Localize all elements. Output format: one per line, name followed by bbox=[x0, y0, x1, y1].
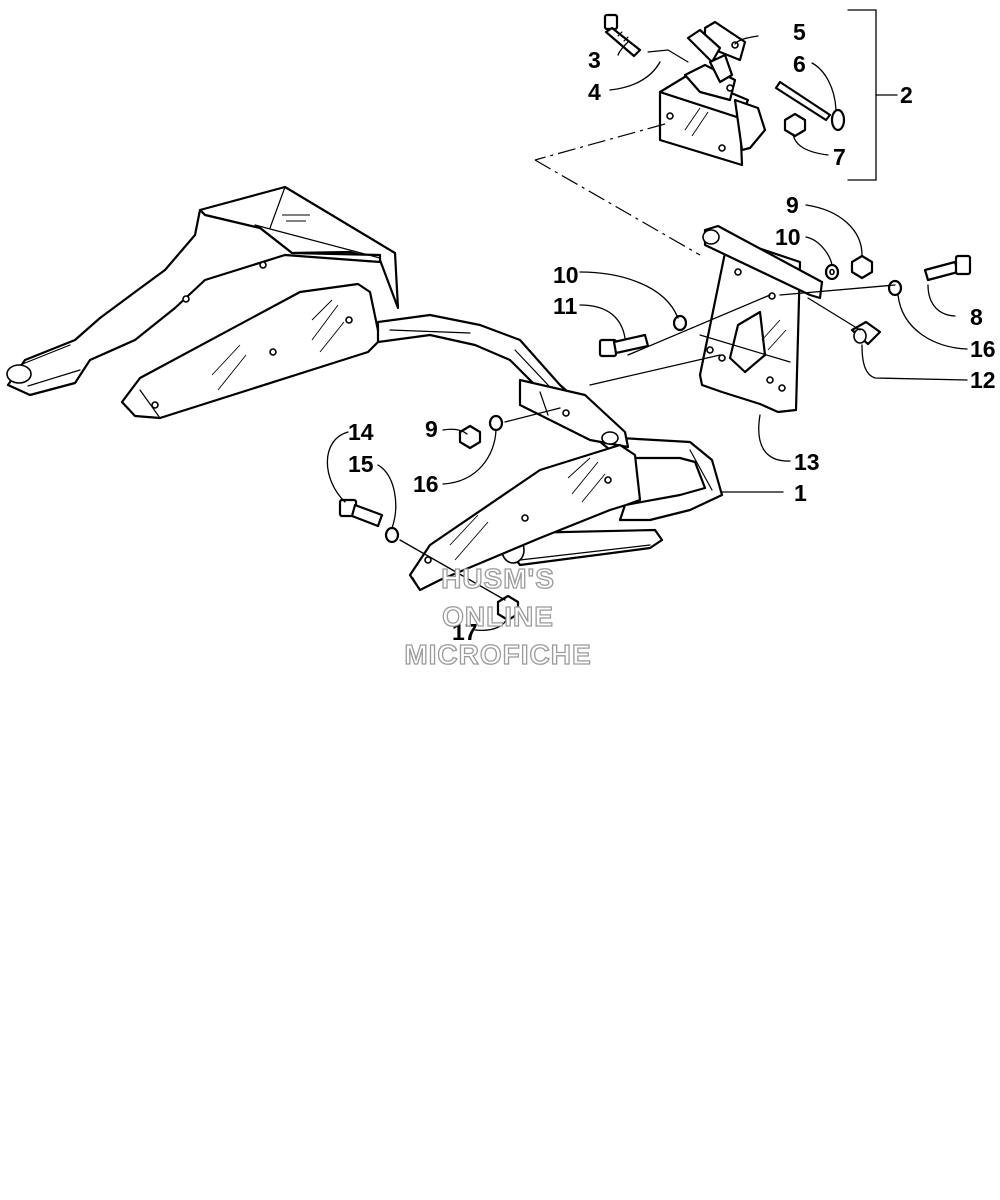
washer-16-lower bbox=[488, 414, 504, 432]
washer-15 bbox=[384, 526, 400, 544]
assembly-lines bbox=[399, 123, 896, 601]
callout-13: 13 bbox=[794, 449, 820, 475]
callout-11: 11 bbox=[553, 293, 578, 319]
callout-7: 7 bbox=[833, 144, 846, 170]
nut-9-upper bbox=[850, 254, 874, 280]
bolt-8 bbox=[923, 254, 972, 282]
bolt-3 bbox=[603, 13, 642, 58]
callout-14: 14 bbox=[348, 419, 374, 445]
leader-lines bbox=[326, 9, 968, 631]
upper-mount-plate bbox=[698, 224, 824, 414]
callout-10-upper: 10 bbox=[775, 224, 801, 250]
watermark-line-3: MICROFICHE bbox=[404, 639, 591, 670]
spacer-12 bbox=[850, 320, 882, 346]
latch-assembly bbox=[658, 20, 767, 167]
left-side-plate bbox=[120, 282, 382, 420]
callout-6: 6 bbox=[793, 51, 806, 77]
washer-10-lower bbox=[672, 314, 688, 332]
bolt-6 bbox=[774, 80, 846, 132]
watermark-line-2: ONLINE bbox=[442, 601, 554, 632]
washer-16-upper bbox=[887, 279, 903, 297]
callout-15: 15 bbox=[348, 451, 374, 477]
callout-17: 17 bbox=[452, 619, 478, 645]
callout-10-lower: 10 bbox=[553, 262, 579, 288]
nut-9-lower bbox=[458, 424, 482, 450]
bolt-11 bbox=[598, 333, 650, 358]
tube-frame bbox=[376, 313, 724, 567]
watermark: HUSM'S ONLINE MICROFICHE bbox=[404, 562, 592, 670]
callout-9-upper: 9 bbox=[786, 192, 799, 218]
callout-16-lower: 16 bbox=[413, 471, 439, 497]
bolt-14 bbox=[338, 498, 384, 528]
callout-12: 12 bbox=[970, 367, 996, 393]
callout-5: 5 bbox=[793, 19, 806, 45]
callout-4: 4 bbox=[588, 79, 601, 105]
callout-3: 3 bbox=[588, 47, 601, 73]
washer-10-upper bbox=[824, 263, 840, 281]
callout-9-lower: 9 bbox=[425, 416, 438, 442]
left-bracket-rear bbox=[6, 185, 400, 397]
callout-2: 2 bbox=[900, 82, 913, 108]
callout-labels: 3 4 5 6 7 2 9 10 10 11 8 16 12 13 1 14 1… bbox=[348, 19, 996, 645]
watermark-line-1: HUSM'S bbox=[441, 563, 555, 594]
right-side-plate bbox=[408, 443, 642, 592]
pin-4 bbox=[647, 49, 689, 63]
callout-1: 1 bbox=[794, 480, 807, 506]
nut-7 bbox=[783, 112, 807, 138]
callout-16-upper: 16 bbox=[970, 336, 996, 362]
nut-17 bbox=[496, 594, 520, 622]
callout-8: 8 bbox=[970, 304, 983, 330]
